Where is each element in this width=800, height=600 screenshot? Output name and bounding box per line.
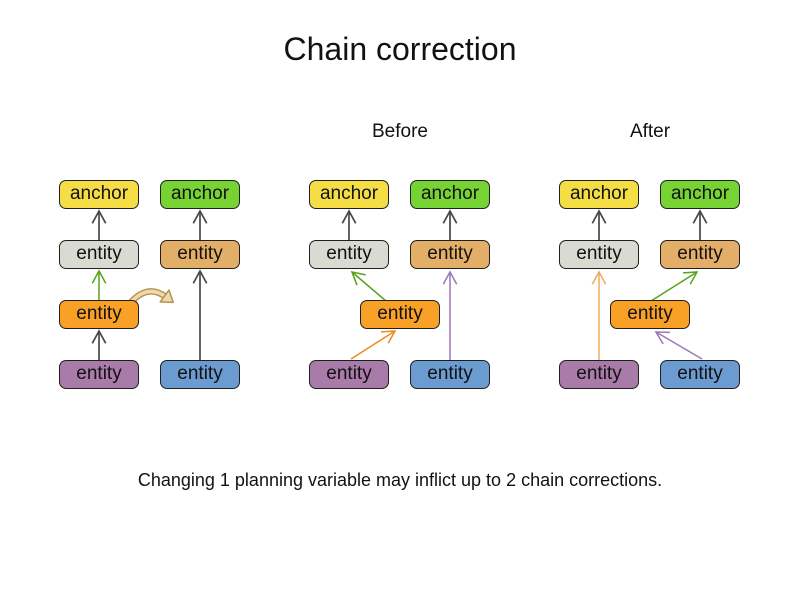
arrowhead-chevron <box>91 209 107 224</box>
arrowhead-chevron <box>341 209 357 224</box>
entity-box: entity <box>59 240 139 269</box>
entity-box: entity <box>410 240 490 269</box>
arrowhead-chevron <box>91 329 107 344</box>
arrowhead-chevron <box>591 270 607 285</box>
anchor-box: anchor <box>309 180 389 209</box>
entity-box: entity <box>59 300 139 329</box>
arrow-shaft <box>655 331 703 360</box>
after-label: After <box>629 121 671 142</box>
arrowhead-chevron <box>442 209 458 224</box>
arrowhead-chevron <box>91 269 107 284</box>
arrow-shaft <box>650 271 698 302</box>
entity-box: entity <box>559 240 639 269</box>
arrowhead-chevron <box>442 270 458 285</box>
entity-box: entity <box>660 360 740 389</box>
entity-box: entity <box>559 360 639 389</box>
entity-box: entity <box>59 360 139 389</box>
arrowhead-chevron <box>591 209 607 224</box>
entity-box: entity <box>160 240 240 269</box>
arrowhead-chevron <box>692 209 708 224</box>
arrowhead-chevron <box>654 331 671 345</box>
arrowhead-chevron <box>350 270 366 286</box>
anchor-box: anchor <box>59 180 139 209</box>
entity-box: entity <box>160 360 240 389</box>
entity-box: entity <box>309 240 389 269</box>
move-arrowhead <box>159 289 174 304</box>
anchor-box: anchor <box>660 180 740 209</box>
anchor-box: anchor <box>160 180 240 209</box>
arrowhead-chevron <box>192 269 208 284</box>
caption: Changing 1 planning variable may inflict… <box>137 470 663 490</box>
arrow-shaft <box>351 271 387 302</box>
entity-box: entity <box>410 360 490 389</box>
arrowhead-chevron <box>380 330 397 344</box>
anchor-box: anchor <box>559 180 639 209</box>
arrow-shaft <box>350 330 396 360</box>
entity-box: entity <box>610 300 690 329</box>
arrowhead-chevron <box>682 271 699 285</box>
entity-box: entity <box>360 300 440 329</box>
before-label: Before <box>372 121 428 142</box>
page-title: Chain correction <box>283 31 517 67</box>
entity-box: entity <box>660 240 740 269</box>
arrowhead-chevron <box>192 209 208 224</box>
entity-box: entity <box>309 360 389 389</box>
anchor-box: anchor <box>410 180 490 209</box>
